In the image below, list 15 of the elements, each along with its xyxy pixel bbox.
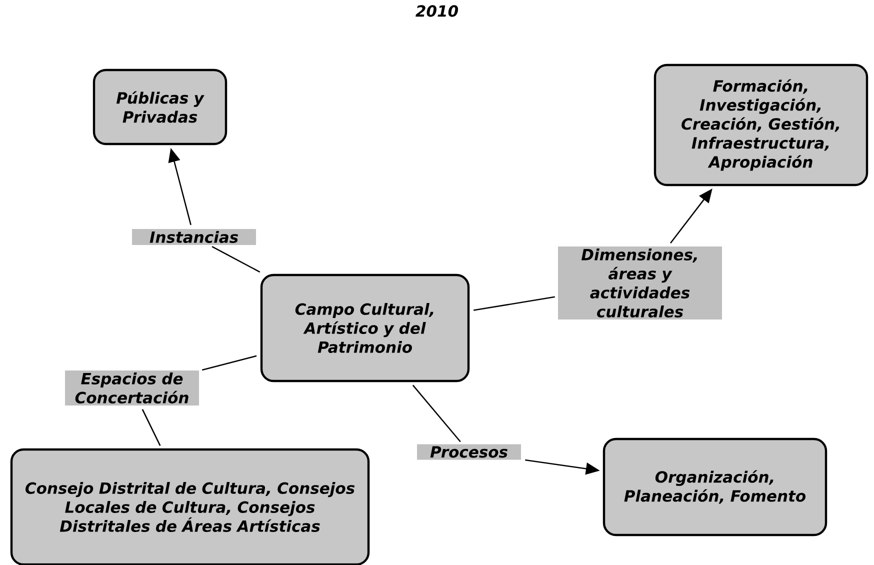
connector-line xyxy=(473,296,555,311)
connector-line xyxy=(202,355,257,371)
title: 2010 xyxy=(416,5,458,17)
connector-line xyxy=(212,246,260,273)
linking-phrase: Espacios de Concertación xyxy=(65,370,199,406)
concept-box: Consejo Distrital de Cultura, Consejos Locales de Cultura, Consejos Distritales de Áreas Artísticas xyxy=(10,448,370,565)
connector-line xyxy=(142,409,161,446)
linking-phrase: Instancias xyxy=(132,229,256,245)
concept-box: Organización, Planeación, Fomento xyxy=(602,438,828,536)
concept-box: Públicas y Privadas xyxy=(92,68,228,146)
linking-phrase: Procesos xyxy=(417,444,521,460)
concept-box: Formación, Investigación, Creación, Gestión, Infraestructura, Apropiación xyxy=(654,64,868,186)
concept-box: Campo Cultural, Artístico y del Patrimonio xyxy=(260,274,470,382)
linking-phrase: Dimensiones, áreas y actividades culturales xyxy=(558,246,722,320)
connector-line xyxy=(412,384,461,442)
